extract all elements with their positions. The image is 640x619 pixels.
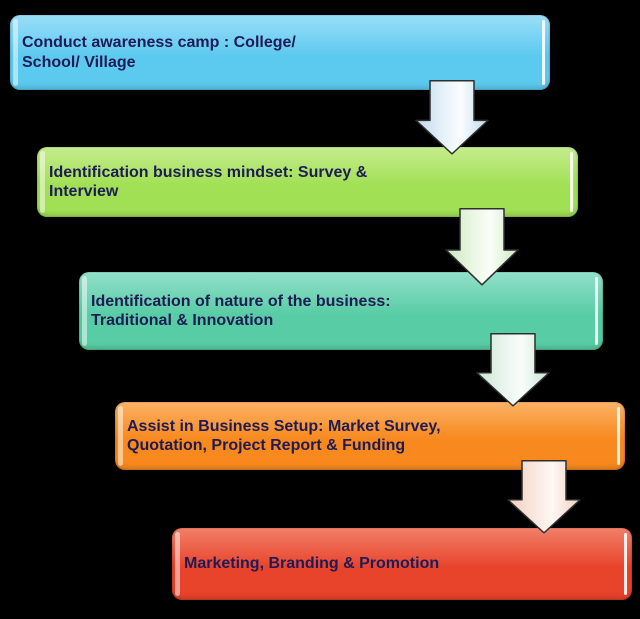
down-arrow-icon (445, 208, 519, 286)
step-label-line: Quotation, Project Report & Funding (127, 437, 406, 454)
step-awareness-camp: Conduct awareness camp : College/ School… (10, 15, 550, 90)
down-arrow-icon (507, 460, 581, 534)
step-label-line: Marketing, Branding & Promotion (184, 555, 440, 573)
down-arrow-icon (476, 333, 550, 407)
step-label-line: Identification business mindset: Survey … (49, 163, 368, 181)
step-label-line: Identification of nature of the business… (91, 292, 391, 310)
step-label-line: Conduct awareness camp : College/ (22, 34, 296, 51)
step-label-line: Traditional & Innovation (91, 312, 274, 329)
step-business-mindset: Identification business mindset: Survey … (37, 147, 578, 217)
step-label-line: Interview (49, 183, 119, 200)
step-label-line: Assist in Business Setup: Market Survey, (127, 417, 441, 435)
step-business-setup: Assist in Business Setup: Market Survey,… (115, 402, 625, 470)
down-arrow-icon (415, 80, 489, 155)
step-nature-of-business: Identification of nature of the business… (79, 272, 603, 350)
step-marketing: Marketing, Branding & Promotion (172, 528, 632, 600)
step-label-line: School/ Village (22, 53, 136, 71)
